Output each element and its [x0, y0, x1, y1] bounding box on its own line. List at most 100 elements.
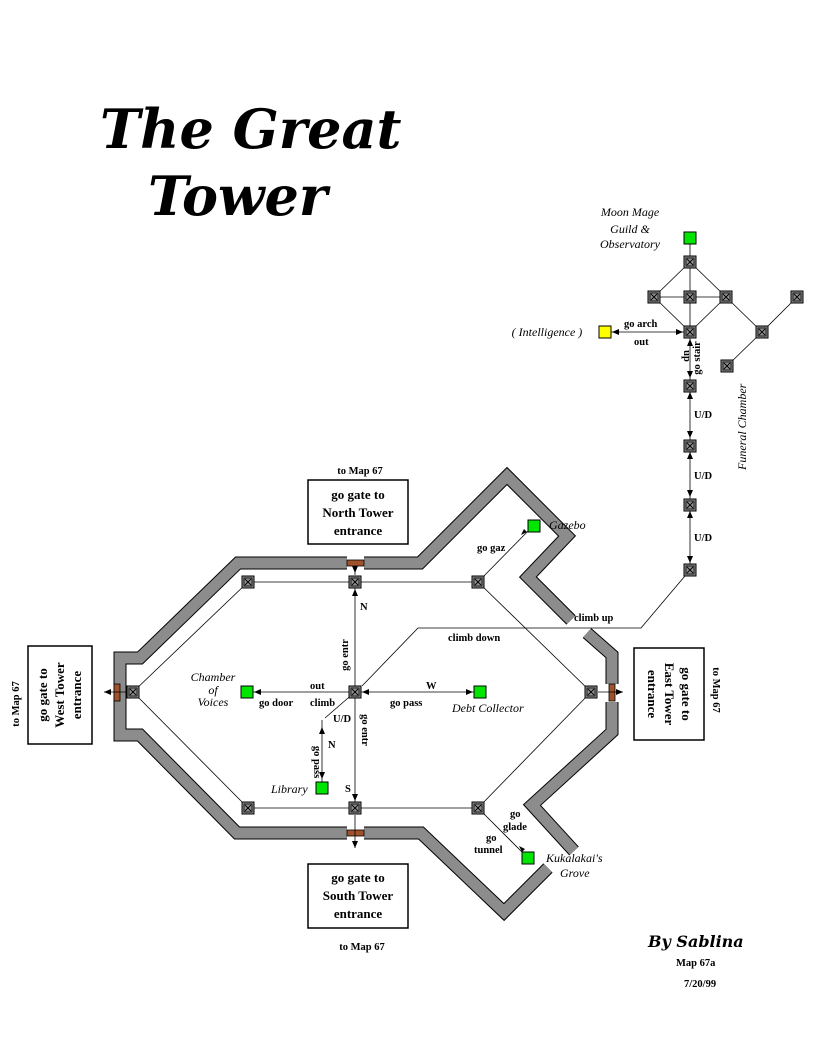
chamber-label-3: Voices [198, 695, 229, 709]
chamber-label-2: of [208, 683, 219, 697]
west-box-line1: go gate to [35, 668, 50, 721]
room-stair-3[interactable] [683, 439, 697, 453]
room-w[interactable] [126, 685, 140, 699]
east-box-line2: East Tower [662, 663, 677, 726]
south-exit-box[interactable]: go gate to South Tower entrance [307, 863, 409, 929]
room-top-hub[interactable] [683, 325, 697, 339]
label-ud-library: U/D [333, 714, 352, 725]
chamber-room[interactable] [240, 685, 254, 699]
label-ud-3: U/D [694, 533, 713, 544]
west-exit-box[interactable]: go gate to West Tower entrance [27, 645, 93, 745]
east-map-note: to Map 67 [710, 667, 721, 713]
label-ud-1: U/D [694, 410, 713, 421]
label-go-door: go door [259, 698, 293, 709]
chamber-label-1: Chamber [191, 670, 236, 684]
label-go: go [510, 809, 521, 820]
room-stair-2[interactable] [683, 498, 697, 512]
north-exit-box[interactable]: go gate to North Tower entrance [307, 479, 409, 545]
moon-mage-label-3: Observatory [600, 237, 661, 251]
room-e[interactable] [584, 685, 598, 699]
room-stair-4[interactable] [683, 379, 697, 393]
label-climb: climb [310, 698, 335, 709]
room-ne[interactable] [471, 575, 485, 589]
label-out-mid: out [310, 681, 325, 692]
south-box-line3: entrance [334, 906, 383, 921]
room-funeral-1[interactable] [755, 325, 769, 339]
gazebo-label: Gazebo [549, 518, 586, 532]
east-box-line1: go gate to [679, 667, 694, 720]
library-room[interactable] [315, 781, 329, 795]
label-w: W [426, 681, 437, 692]
south-box-line1: go gate to [331, 870, 384, 885]
funeral-chamber-label: Funeral Chamber [735, 383, 749, 471]
intelligence-room[interactable] [598, 325, 612, 339]
map-title-line1: The Great [100, 97, 402, 161]
room-funeral-3[interactable] [720, 359, 734, 373]
moon-mage-room[interactable] [683, 231, 697, 245]
author-signature: By Sablina [647, 932, 744, 951]
moon-mage-label-2: Guild & [610, 222, 650, 236]
moon-mage-label-1: Moon Mage [600, 205, 660, 219]
debt-collector-label: Debt Collector [451, 701, 524, 715]
label-go-gaz: go gaz [477, 543, 506, 554]
room-funeral-2[interactable] [790, 290, 804, 304]
west-gate[interactable] [113, 683, 121, 702]
label-climb-down: climb down [448, 633, 500, 644]
label-s: S [345, 784, 351, 795]
label-n-top: N [360, 602, 368, 613]
east-exit-box[interactable]: go gate to East Tower entrance [633, 647, 705, 741]
label-go-arch: go arch [624, 319, 658, 330]
label-out-top: out [634, 337, 649, 348]
north-box-line2: North Tower [322, 505, 393, 520]
map-date: 7/20/99 [684, 979, 716, 990]
label-go-2: go [486, 833, 497, 844]
north-gate[interactable] [346, 559, 365, 567]
north-box-line1: go gate to [331, 487, 384, 502]
grove-room[interactable] [521, 851, 535, 865]
debt-collector-room[interactable] [473, 685, 487, 699]
room-sw[interactable] [241, 801, 255, 815]
room-top-upper[interactable] [683, 255, 697, 269]
west-box-line3: entrance [69, 671, 84, 720]
south-box-line2: South Tower [323, 888, 394, 903]
arrow-heads [104, 329, 693, 852]
label-ud-2: U/D [694, 471, 713, 482]
gazebo-room[interactable] [527, 519, 541, 533]
south-gate[interactable] [346, 829, 365, 837]
east-gate[interactable] [608, 683, 616, 702]
rooms [126, 255, 804, 815]
room-s[interactable] [348, 801, 362, 815]
label-go-pass-debt: go pass [390, 698, 422, 709]
west-box-line2: West Tower [52, 662, 67, 728]
map-id: Map 67a [676, 958, 716, 969]
label-climb-up: climb up [574, 613, 614, 624]
room-top-mid[interactable] [683, 290, 697, 304]
room-top-left[interactable] [647, 290, 661, 304]
room-stair-1[interactable] [683, 563, 697, 577]
label-glade: glade [503, 822, 527, 833]
room-nw[interactable] [241, 575, 255, 589]
room-se[interactable] [471, 801, 485, 815]
north-map-note: to Map 67 [337, 466, 383, 477]
label-n-library: N [328, 740, 336, 751]
label-up: up [681, 350, 692, 362]
intelligence-label: ( Intelligence ) [512, 325, 583, 339]
tower-walls [113, 466, 619, 922]
room-center[interactable] [348, 685, 362, 699]
label-go-stair: go stair [692, 341, 703, 375]
label-tunnel: tunnel [474, 845, 503, 856]
room-top-right[interactable] [719, 290, 733, 304]
map-title-line2: Tower [148, 164, 331, 228]
label-go-entr-down: go entr [359, 714, 370, 746]
label-go-entr-up: go entr [340, 639, 351, 671]
grove-label-1: Kukalakai's [545, 851, 603, 865]
room-n[interactable] [348, 575, 362, 589]
label-go-pass-library: go pass [311, 746, 322, 778]
library-label: Library [270, 782, 308, 796]
north-box-line3: entrance [334, 523, 383, 538]
west-map-note: to Map 67 [11, 681, 22, 727]
east-box-line3: entrance [645, 670, 660, 719]
grove-label-2: Grove [560, 866, 590, 880]
